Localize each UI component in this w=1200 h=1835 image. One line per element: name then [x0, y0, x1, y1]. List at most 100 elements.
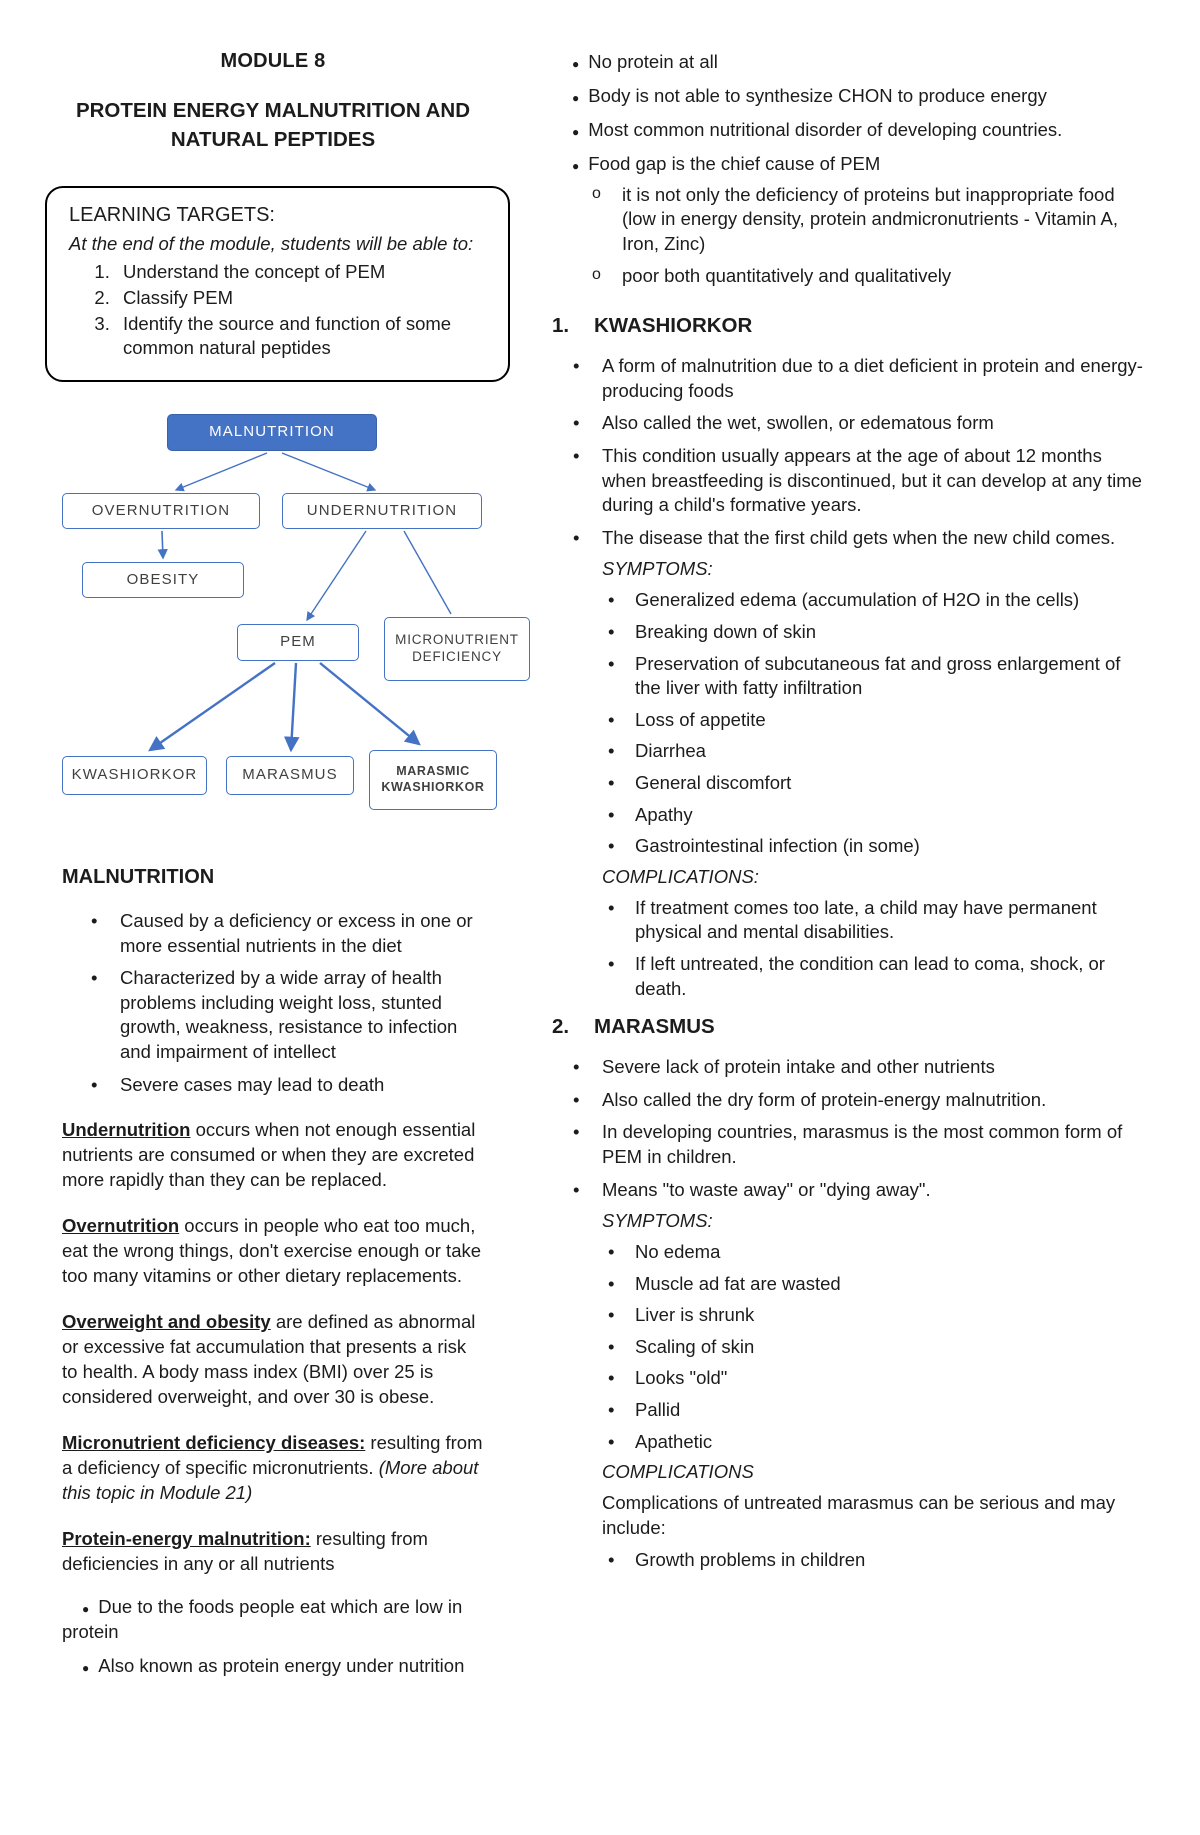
definition-text: are defined as abnormal or excessive fat…: [62, 1311, 476, 1407]
node-text-line: KWASHIORKOR: [381, 780, 485, 795]
list-item: Gastrointestinal infection (in some): [552, 834, 1144, 859]
list-item: Pallid: [552, 1398, 1144, 1423]
node-text-line: MARASMIC: [396, 764, 470, 779]
sub-list-item: poor both quantitatively and qualitative…: [552, 264, 1144, 289]
list-item: Apathetic: [552, 1430, 1144, 1455]
definition-overweight-obesity: Overweight and obesity are defined as ab…: [62, 1310, 484, 1410]
flowchart-node-malnutrition: MALNUTRITION: [167, 414, 377, 452]
list-item-text: Also known as protein energy under nutri…: [98, 1654, 465, 1676]
list-item: Food gap is the chief cause of PEM: [552, 152, 1144, 177]
flowchart-node-pem: PEM: [237, 624, 359, 662]
flowchart-node-undernutrition: UNDERNUTRITION: [282, 493, 482, 530]
learning-targets-list: Understand the concept of PEM Classify P…: [115, 260, 486, 361]
flowchart-node-marasmic-kwashiorkor: MARASMIC KWASHIORKOR: [369, 750, 497, 811]
list-item: Also called the dry form of protein-ener…: [552, 1088, 1144, 1113]
list-item: Diarrhea: [552, 739, 1144, 764]
list-item: This condition usually appears at the ag…: [552, 444, 1144, 518]
list-item: General discomfort: [552, 771, 1144, 796]
complications-intro: Complications of untreated marasmus can …: [602, 1492, 1116, 1538]
definition-text: occurs when not enough essential nutrien…: [62, 1119, 476, 1191]
marasmus-complications-list: Growth problems in children: [552, 1548, 1144, 1573]
section-number: 1.: [552, 314, 570, 338]
flowchart-node-kwashiorkor: KWASHIORKOR: [62, 756, 207, 796]
learning-target-item: Understand the concept of PEM: [115, 260, 486, 285]
node-text-line: MICRONUTRIENT: [395, 632, 519, 648]
list-item: Severe lack of protein intake and other …: [552, 1055, 1144, 1080]
definition-micronutrient-deficiency: Micronutrient deficiency diseases: resul…: [62, 1431, 484, 1506]
sub-list-item: it is not only the deficiency of protein…: [552, 183, 1144, 257]
definition-overnutrition: Overnutrition occurs in people who eat t…: [62, 1214, 484, 1289]
complications-label: COMPLICATIONS: [602, 1461, 754, 1483]
list-item-text: Most common nutritional disorder of deve…: [588, 118, 1063, 140]
list-item: Breaking down of skin: [552, 620, 1144, 645]
list-item: Loss of appetite: [552, 708, 1144, 733]
list-item: Characterized by a wide array of health …: [62, 966, 484, 1064]
list-item: The disease that the first child gets wh…: [552, 526, 1144, 551]
list-item: Means "to waste away" or "dying away".: [552, 1178, 1144, 1203]
learning-target-item: Identify the source and function of some…: [115, 312, 486, 362]
malnutrition-flowchart: MALNUTRITION OVERNUTRITION UNDERNUTRITIO…: [62, 412, 532, 834]
list-item: A form of malnutrition due to a diet def…: [552, 354, 1144, 403]
list-item: Liver is shrunk: [552, 1303, 1144, 1328]
complications-label: COMPLICATIONS:: [602, 865, 759, 887]
list-item-text: No protein at all: [588, 51, 718, 72]
definition-text: resulting from a deficiency of specific …: [62, 1431, 483, 1478]
list-item: Also called the wet, swollen, or edemato…: [552, 411, 1144, 436]
node-text-line: DEFICIENCY: [412, 649, 502, 665]
definition-term: Undernutrition: [62, 1119, 191, 1141]
definition-term: Overnutrition: [62, 1215, 180, 1237]
list-item: Body is not able to synthesize CHON to p…: [552, 84, 1144, 109]
list-item: Caused by a deficiency or excess in one …: [62, 909, 484, 958]
list-item: If treatment comes too late, a child may…: [552, 896, 1144, 945]
flowchart-node-micronutrient-deficiency: MICRONUTRIENT DEFICIENCY: [384, 617, 530, 682]
list-item: Muscle ad fat are wasted: [552, 1272, 1144, 1297]
list-item: No edema: [552, 1240, 1144, 1265]
symptoms-label: SYMPTOMS:: [602, 558, 713, 580]
kwashiorkor-complications-list: If treatment comes too late, a child may…: [552, 896, 1144, 1001]
section-heading-malnutrition: MALNUTRITION: [62, 866, 215, 889]
document-title-line1: PROTEIN ENERGY MALNUTRITION AND: [75, 99, 471, 122]
learning-target-item: Classify PEM: [115, 286, 486, 311]
definition-term: Micronutrient deficiency diseases:: [62, 1431, 366, 1453]
learning-targets-box: LEARNING TARGETS: At the end of the modu…: [45, 186, 510, 383]
definition-note: (More about this topic in Module 21): [62, 1456, 479, 1503]
section-title: KWASHIORKOR: [594, 314, 753, 338]
kwashiorkor-symptoms-list: Generalized edema (accumulation of H2O i…: [552, 588, 1144, 858]
learning-targets-heading: LEARNING TARGETS:: [69, 204, 275, 227]
left-column: MODULE 8 PROTEIN ENERGY MALNUTRITION AND…: [45, 50, 530, 1679]
definition-protein-energy-malnutrition: Protein-energy malnutrition: resulting f…: [62, 1527, 484, 1577]
list-item: Apathy: [552, 803, 1144, 828]
list-item: Generalized edema (accumulation of H2O i…: [552, 588, 1144, 613]
symptoms-label: SYMPTOMS:: [602, 1210, 713, 1232]
definition-undernutrition: Undernutrition occurs when not enough es…: [62, 1118, 484, 1193]
section-heading-marasmus: 2. MARASMUS: [552, 1015, 1144, 1039]
marasmus-symptoms-list: No edema Muscle ad fat are wasted Liver …: [552, 1240, 1144, 1454]
list-item-text: Body is not able to synthesize CHON to p…: [588, 84, 1047, 106]
list-item: Looks "old": [552, 1366, 1144, 1391]
definition-text: resulting from deficiencies in any or al…: [62, 1527, 428, 1574]
list-item-text: Food gap is the chief cause of PEM: [588, 152, 881, 174]
definition-term: Overweight and obesity: [62, 1311, 271, 1333]
definition-term: Protein-energy malnutrition:: [62, 1527, 311, 1549]
list-item: Also known as protein energy under nutri…: [62, 1654, 484, 1679]
section-title: MARASMUS: [594, 1015, 715, 1039]
list-item-text: Due to the foods people eat which are lo…: [62, 1595, 463, 1642]
right-column: No protein at all Body is not able to sy…: [552, 50, 1144, 1580]
list-item: If left untreated, the condition can lea…: [552, 952, 1144, 1001]
list-item: Most common nutritional disorder of deve…: [552, 118, 1144, 143]
list-item: Growth problems in children: [552, 1548, 1144, 1573]
section-heading-kwashiorkor: 1. KWASHIORKOR: [552, 314, 1144, 338]
module-label: MODULE 8: [220, 50, 326, 72]
kwashiorkor-bullet-list: A form of malnutrition due to a diet def…: [552, 354, 1144, 550]
learning-targets-intro: At the end of the module, students will …: [69, 233, 474, 255]
list-item: Scaling of skin: [552, 1335, 1144, 1360]
malnutrition-bullet-list: Caused by a deficiency or excess in one …: [62, 909, 484, 1097]
list-item: In developing countries, marasmus is the…: [552, 1120, 1144, 1169]
list-item: Severe cases may lead to death: [62, 1073, 484, 1098]
list-item: Preservation of subcutaneous fat and gro…: [552, 652, 1144, 701]
marasmus-bullet-list: Severe lack of protein intake and other …: [552, 1055, 1144, 1202]
definition-text: occurs in people who eat too much, eat t…: [62, 1215, 482, 1287]
document-title-line2: NATURAL PEPTIDES: [170, 127, 376, 151]
list-item: No protein at all: [552, 50, 1144, 75]
list-item: Due to the foods people eat which are lo…: [62, 1595, 484, 1645]
